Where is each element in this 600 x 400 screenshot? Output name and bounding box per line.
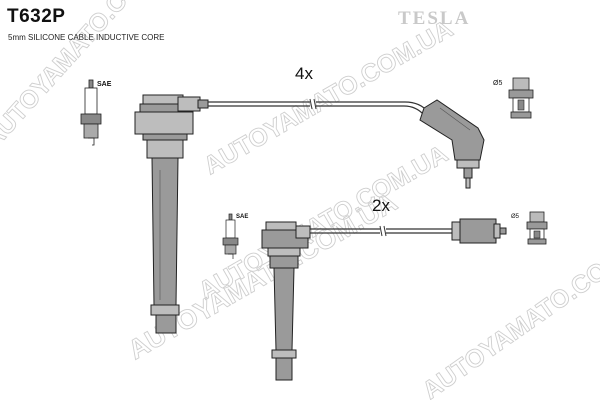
terminal-icon-2 (526, 211, 548, 245)
quantity-label-short: 2x (372, 196, 390, 215)
part-number-title: T632P (7, 6, 66, 27)
coil-boot-short (261, 221, 311, 381)
brand-logo: TESLA (398, 8, 471, 29)
quantity-label-long: 4x (295, 64, 313, 83)
plug-type-label-2: SAE (236, 214, 248, 220)
watermark-text-5: AUTOYAMATO.COM.UA (417, 220, 600, 400)
spark-plug-icon-1 (80, 79, 102, 146)
short-cable-assembly (261, 218, 507, 381)
spark-plug-icon-2 (222, 213, 239, 259)
plug-type-label-1: SAE (97, 81, 112, 88)
coil-boot-long (134, 94, 209, 334)
cable-description: 5mm SILICONE CABLE INDUCTIVE CORE (8, 33, 165, 42)
plug-boot-short (451, 218, 507, 244)
terminal-size-label-2: Ø5 (511, 214, 520, 220)
long-cable-assembly (134, 94, 485, 334)
terminal-size-label-1: Ø5 (493, 80, 502, 87)
plug-boot-long (419, 99, 485, 189)
terminal-icon-1 (508, 77, 534, 119)
